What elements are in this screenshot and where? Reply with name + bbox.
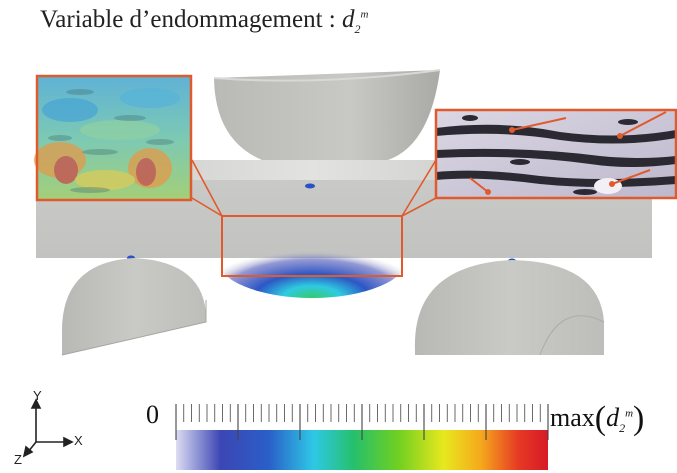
right-lower-support [414, 260, 605, 356]
zoom-frame [221, 215, 403, 277]
left-lower-support [61, 258, 207, 356]
upper-loading-support [213, 69, 441, 160]
axis-label-x: X [74, 433, 83, 448]
axis-label-z: Z [14, 452, 22, 467]
callout-connectors [191, 159, 437, 217]
thermal-inset [34, 74, 193, 202]
colorbar-min-label: 0 [146, 400, 159, 429]
colorbar-max-label: max(d2m) [550, 400, 645, 437]
figure-title: Variable d’endommagement : d2m [40, 6, 369, 36]
coordinate-axes [22, 398, 74, 458]
axis-label-y: Y [33, 388, 42, 403]
micrograph-inset [434, 108, 677, 200]
colorbar-ticks [175, 404, 549, 440]
colorbar [175, 404, 549, 470]
